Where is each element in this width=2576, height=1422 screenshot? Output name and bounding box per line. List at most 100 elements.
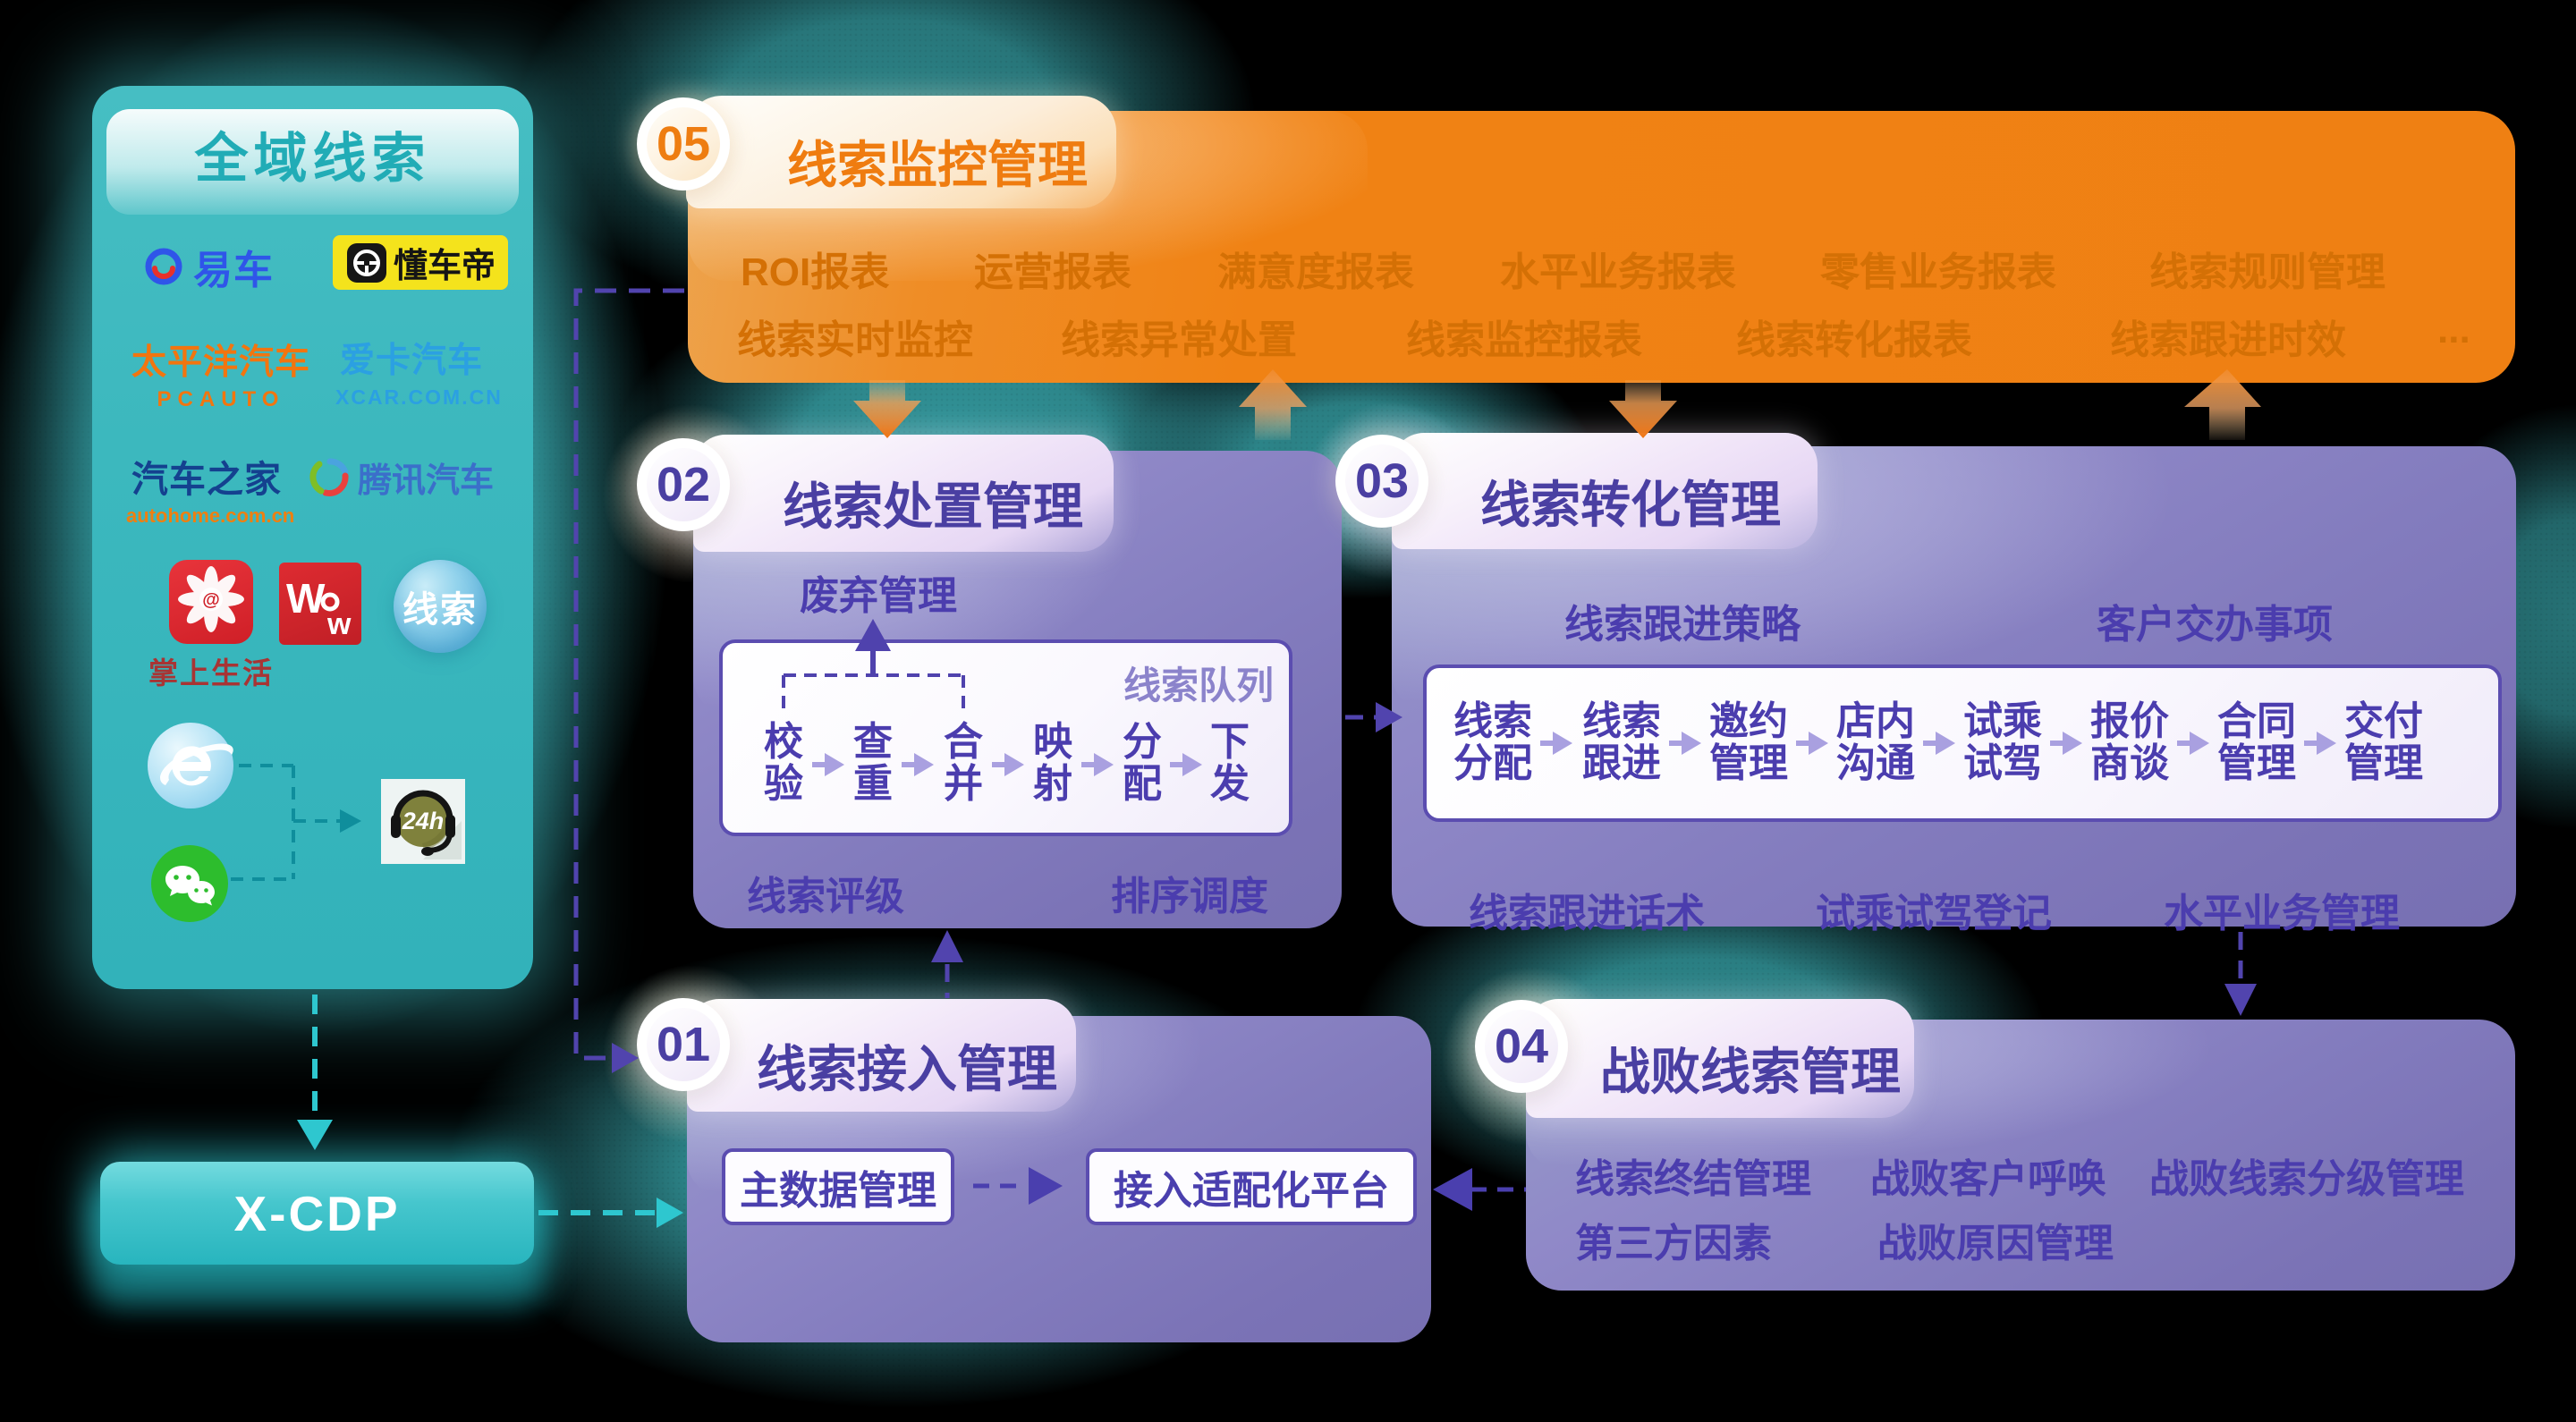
flow-step[interactable]: 线索跟进 [1582,699,1661,785]
logo-autohome[interactable]: 汽车之家 autohome.com.cn [126,449,294,528]
hotline-24h-icon: 24h [381,779,465,864]
panel-title: 全域线索 [106,109,519,215]
flow-step[interactable]: 邀约管理 [1709,699,1788,785]
module-02-label[interactable]: 线索评级 [747,875,904,918]
logo-xiansuo-label: 线索 [402,590,478,630]
arrowhead [1433,1168,1472,1211]
module-03-header[interactable]: 线索转化管理 [1392,433,1818,549]
flow-step[interactable]: 合并 [944,720,983,806]
module-02-label[interactable]: 排序调度 [1111,875,1268,918]
module-04-header[interactable]: 战败线索管理 [1526,999,1914,1118]
yiche-icon [145,248,182,285]
connector-banner-to-01 [573,288,684,1061]
logo-dongchedi[interactable]: 懂车帝 [333,235,508,290]
logo-wechat[interactable] [150,844,229,923]
arrowhead [612,1043,639,1073]
logo-pcauto[interactable]: 太平洋汽车 PCAUTO [126,334,316,412]
module-05-title: 线索监控管理 [787,137,1088,193]
module-02-flowbox [719,639,1292,836]
banner-item[interactable]: 线索监控报表 [1406,318,1642,362]
node-master-data[interactable]: 主数据管理 [722,1148,954,1225]
logo-autohome-label: 汽车之家 [131,459,282,500]
module-04-item[interactable]: 战败原因管理 [1877,1222,2114,1265]
flow-step[interactable]: 店内沟通 [1836,699,1915,785]
module-03-label[interactable]: 线索跟进策略 [1564,603,1801,647]
logo-xcar-label: 爱卡汽车 [339,342,483,380]
banner-item[interactable]: 线索转化报表 [1736,318,1972,362]
module-04-item[interactable]: 线索终结管理 [1575,1157,1811,1201]
wow-label2: w [326,607,352,641]
flow-step[interactable]: 合同管理 [2217,699,2296,785]
ie-icon [148,723,233,808]
arrowhead [657,1198,683,1228]
logo-pcauto-label: 太平洋汽车 [131,343,310,382]
logo-tencent-auto[interactable]: 腾讯汽车 [309,453,494,502]
banner-item[interactable]: 水平业务报表 [1500,250,1736,294]
banner-item[interactable]: ... [2437,308,2470,351]
banner-item[interactable]: 线索跟进时效 [2110,318,2346,362]
arrowhead [931,930,963,962]
flow-step[interactable]: 交付管理 [2344,699,2423,785]
arrowhead [297,1120,333,1150]
omni-leads-panel: 全域线索 易车 懂车帝 太平洋汽车 PCAUTO 爱卡汽车 XCAR.COM.C… [92,86,533,989]
module-02-label[interactable]: 废弃管理 [800,574,957,618]
module-01-title: 线索接入管理 [757,1041,1057,1097]
hotline-24h-label: 24h [402,808,445,834]
logo-xcar-sub: XCAR.COM.CN [335,385,503,409]
module-03-title: 线索转化管理 [1480,477,1781,533]
logo-zhangshang-label: 掌上生活 [148,656,274,690]
banner-item[interactable]: 运营报表 [974,250,1131,294]
xcdp-box[interactable]: X-CDP [100,1162,534,1265]
module-02-header[interactable]: 线索处置管理 [693,435,1114,552]
banner-item[interactable]: 线索异常处置 [1061,318,1297,362]
module-03-label[interactable]: 水平业务管理 [2164,892,2400,935]
banner-item[interactable]: 线索实时监控 [737,318,973,362]
banner-item[interactable]: ROI报表 [741,250,890,294]
logo-yiche-label: 易车 [193,249,274,292]
flow-step[interactable]: 查重 [853,720,893,806]
banner-item[interactable]: 线索规则管理 [2149,250,2385,294]
wow-icon: W w [286,575,352,641]
logo-pcauto-sub: PCAUTO [157,387,285,411]
module-01-header[interactable]: 线索接入管理 [687,999,1076,1112]
module-03-label[interactable]: 线索跟进话术 [1469,892,1705,935]
flow-step[interactable]: 校验 [764,720,803,806]
block-arrow-down [853,380,921,438]
module-04-item[interactable]: 第三方因素 [1575,1222,1772,1265]
module-03-label[interactable]: 试乘试驾登记 [1816,892,2052,935]
module-02-number: 02 [637,438,730,531]
logo-24h-hotline[interactable]: 24h [381,779,465,864]
zhangshang-at: @ [202,590,220,610]
tencent-auto-icon [309,457,349,496]
flow-step[interactable]: 试乘试驾 [1963,699,2042,785]
logo-xcar[interactable]: 爱卡汽车 XCAR.COM.CN [335,333,503,410]
module-02-title: 线索处置管理 [783,478,1083,535]
module-04-title: 战败线索管理 [1600,1044,1901,1100]
banner-item[interactable]: 零售业务报表 [1820,250,2056,294]
flow-step[interactable]: 线索分配 [1453,699,1532,785]
logo-dongchedi-label: 懂车帝 [393,248,496,285]
node-adapter-platform[interactable]: 接入适配化平台 [1086,1148,1417,1225]
logo-xiansuo[interactable]: 线索 [394,560,487,653]
zhangshang-icon: @ [169,560,253,644]
wow-label: W [286,575,326,622]
module-01-number: 01 [637,998,730,1091]
flow-step[interactable]: 分配 [1123,720,1162,806]
block-arrow-down [1609,380,1677,438]
logo-ie[interactable] [146,721,235,810]
logo-wow[interactable]: W w [279,563,361,645]
banner-item[interactable]: 满意度报表 [1217,250,1414,294]
module-04-item[interactable]: 战败线索分级管理 [2149,1157,2464,1201]
flow-step[interactable]: 下发 [1210,720,1250,806]
wechat-icon [151,845,228,922]
logo-yiche[interactable]: 易车 [143,238,274,295]
arrowhead [2224,984,2257,1016]
module-05-header[interactable]: 线索监控管理 [686,96,1116,208]
flow-step[interactable]: 映射 [1033,720,1072,806]
module-04-item[interactable]: 战败客户呼唤 [1870,1157,2106,1201]
logo-zhangshang[interactable]: @ 掌上生活 [148,560,274,692]
module-03-label[interactable]: 客户交办事项 [2097,603,2333,647]
dongchedi-icon [346,242,386,283]
module-03-number: 03 [1335,435,1428,528]
flow-step[interactable]: 报价商谈 [2090,699,2169,785]
